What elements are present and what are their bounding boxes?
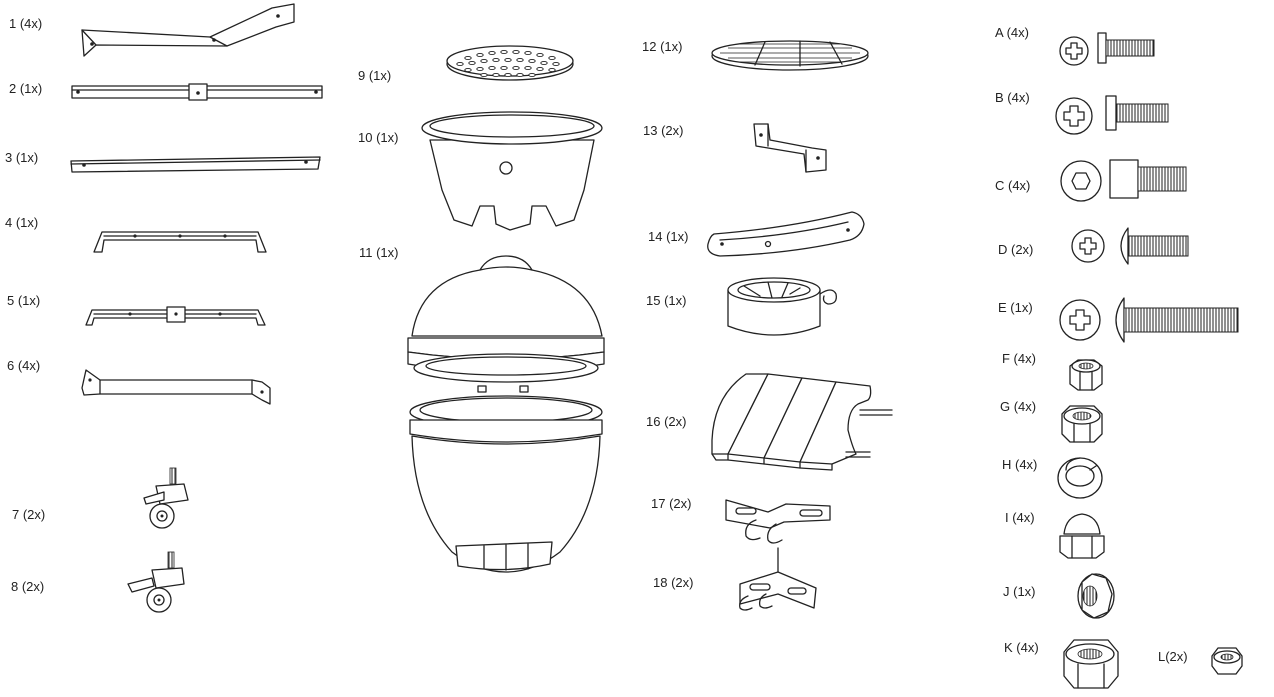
label-part-12: 12 (1x) bbox=[642, 39, 683, 54]
hardware-h-lock-washer bbox=[1057, 457, 1103, 499]
hardware-a-phillips-bolt bbox=[1059, 32, 1155, 66]
label-part-15: 15 (1x) bbox=[646, 293, 687, 308]
label-hardware-l: L(2x) bbox=[1158, 649, 1188, 664]
part-6-leg-bracket bbox=[81, 369, 271, 405]
part-12-cooking-grate bbox=[711, 40, 869, 71]
hardware-d-truss-bolt bbox=[1071, 227, 1189, 265]
part-15-ash-tool bbox=[727, 277, 837, 336]
hardware-g-hex-nut bbox=[1061, 405, 1103, 443]
part-14-handle bbox=[707, 211, 865, 257]
hardware-f-lock-nut bbox=[1069, 359, 1103, 391]
label-hardware-h: H (4x) bbox=[1002, 457, 1038, 472]
part-18-shelf-hook bbox=[739, 547, 817, 611]
label-part-9: 9 (1x) bbox=[358, 68, 392, 83]
part-11-grill-body bbox=[407, 255, 605, 573]
part-1-leg-bracket bbox=[81, 3, 295, 57]
label-part-6: 6 (4x) bbox=[7, 358, 41, 373]
part-9-charcoal-grate bbox=[446, 45, 574, 81]
label-hardware-j: J (1x) bbox=[1003, 584, 1036, 599]
part-17-shelf-hook bbox=[725, 499, 831, 544]
label-hardware-a: A (4x) bbox=[995, 25, 1029, 40]
label-part-16: 16 (2x) bbox=[646, 414, 687, 429]
label-hardware-f: F (4x) bbox=[1002, 351, 1036, 366]
label-part-5: 5 (1x) bbox=[7, 293, 41, 308]
part-3-flat-bar bbox=[70, 156, 321, 173]
part-10-fire-box bbox=[421, 111, 603, 231]
hardware-c-hex-bolt bbox=[1060, 159, 1187, 202]
label-hardware-c: C (4x) bbox=[995, 178, 1031, 193]
label-part-10: 10 (1x) bbox=[358, 130, 399, 145]
hardware-b-phillips-bolt bbox=[1055, 95, 1169, 135]
label-part-3: 3 (1x) bbox=[5, 150, 39, 165]
part-2-cross-bar bbox=[71, 83, 323, 101]
hardware-l-hex-nut-small bbox=[1211, 647, 1243, 675]
label-hardware-i: I (4x) bbox=[1005, 510, 1035, 525]
label-part-17: 17 (2x) bbox=[651, 496, 692, 511]
hardware-e-truss-bolt-long bbox=[1059, 297, 1239, 343]
hardware-j-flange-nut bbox=[1077, 573, 1115, 619]
hardware-k-hex-nut-large bbox=[1063, 639, 1119, 689]
hardware-i-acorn-nut bbox=[1059, 513, 1105, 559]
part-13-bracket bbox=[753, 123, 827, 173]
part-16-side-shelf bbox=[711, 373, 893, 471]
label-part-11: 11 (1x) bbox=[359, 245, 399, 260]
label-hardware-k: K (4x) bbox=[1004, 640, 1039, 655]
label-hardware-b: B (4x) bbox=[995, 90, 1030, 105]
label-part-7: 7 (2x) bbox=[12, 507, 46, 522]
part-4-bracket bbox=[93, 231, 267, 253]
label-part-1: 1 (4x) bbox=[9, 16, 43, 31]
label-part-18: 18 (2x) bbox=[653, 575, 694, 590]
label-hardware-g: G (4x) bbox=[1000, 399, 1037, 414]
part-5-bracket bbox=[85, 306, 266, 326]
label-part-2: 2 (1x) bbox=[9, 81, 43, 96]
part-8-caster-wheel-brake bbox=[127, 551, 185, 613]
label-hardware-e: E (1x) bbox=[998, 300, 1033, 315]
label-part-8: 8 (2x) bbox=[11, 579, 45, 594]
label-hardware-d: D (2x) bbox=[998, 242, 1034, 257]
label-part-4: 4 (1x) bbox=[5, 215, 39, 230]
label-part-13: 13 (2x) bbox=[643, 123, 684, 138]
label-part-14: 14 (1x) bbox=[648, 229, 689, 244]
part-7-caster-wheel bbox=[143, 467, 189, 529]
